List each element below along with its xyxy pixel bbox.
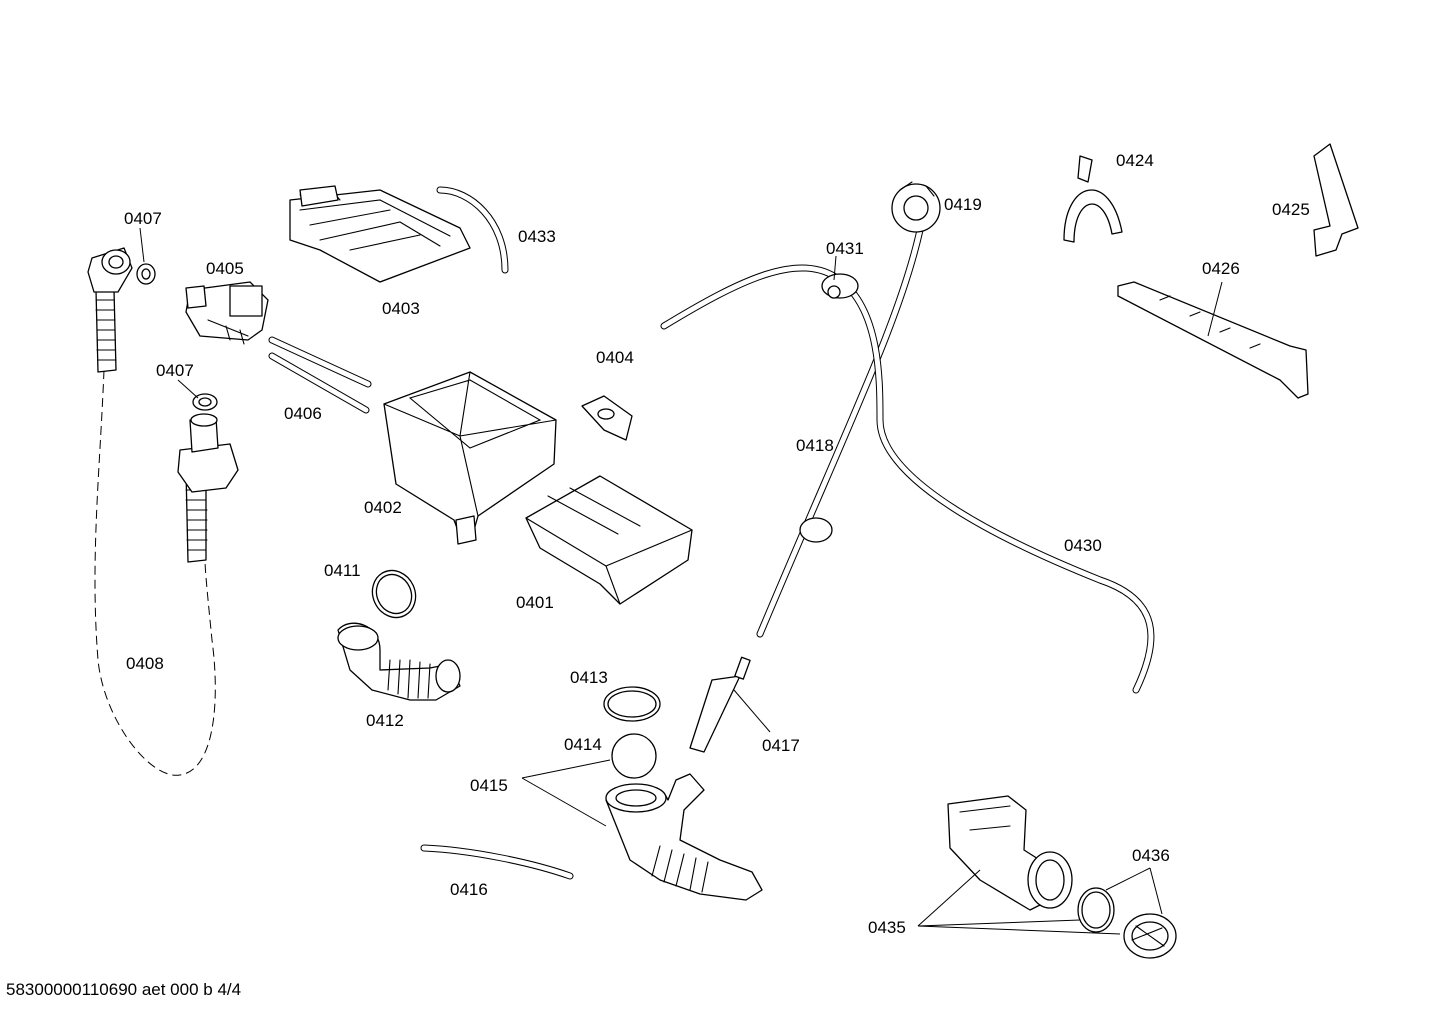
- label-0415: 0415: [470, 776, 508, 795]
- label-0430: 0430: [1064, 536, 1102, 555]
- label-0419: 0419: [944, 195, 982, 214]
- label-0435: 0435: [868, 918, 906, 937]
- bellows-hose-0412[interactable]: [337, 622, 461, 701]
- drawing-number: 58300000110690 aet 000 b 4/4: [6, 980, 242, 999]
- seal-ring-0413[interactable]: [603, 686, 661, 722]
- seal-ring-0411[interactable]: [365, 563, 423, 624]
- pump-filter-0436[interactable]: [1123, 913, 1177, 959]
- seal-ring-0407-top[interactable]: [136, 263, 156, 285]
- label-0425: 0425: [1272, 200, 1310, 219]
- label-0404: 0404: [596, 348, 634, 367]
- tubes-0406[interactable]: [268, 336, 372, 414]
- label-0431: 0431: [826, 239, 864, 258]
- rail-0426[interactable]: [1117, 281, 1309, 399]
- seal-ring-0407-bottom[interactable]: [192, 393, 218, 411]
- label-0402: 0402: [364, 498, 402, 517]
- label-0401: 0401: [516, 593, 554, 612]
- bracket-0425[interactable]: [1313, 143, 1359, 257]
- dispenser-cover-0403[interactable]: [289, 185, 471, 283]
- sump-hose-0415[interactable]: [605, 773, 763, 901]
- label-0407-bottom: 0407: [156, 361, 194, 380]
- label-0424: 0424: [1116, 151, 1154, 170]
- label-0407-top: 0407: [124, 209, 162, 228]
- pressure-switch-0419[interactable]: [891, 181, 941, 233]
- label-0403: 0403: [382, 299, 420, 318]
- pressure-chamber-0417[interactable]: [689, 656, 751, 753]
- seal-ring-0436[interactable]: [1077, 887, 1115, 933]
- label-0405: 0405: [206, 259, 244, 278]
- label-0411: 0411: [324, 561, 361, 580]
- hose-0433[interactable]: [436, 186, 509, 274]
- pressure-tube-0418[interactable]: [756, 226, 924, 638]
- label-0417: 0417: [762, 736, 800, 755]
- drain-pump-0435[interactable]: [947, 795, 1073, 911]
- label-0414: 0414: [564, 735, 602, 754]
- clip-0404[interactable]: [581, 395, 633, 441]
- hose-0416[interactable]: [420, 844, 574, 880]
- solenoid-valve-0405[interactable]: [185, 281, 269, 345]
- label-0406: 0406: [284, 404, 322, 423]
- ball-0414[interactable]: [611, 733, 657, 779]
- hose-clamp-0424[interactable]: [1063, 155, 1123, 243]
- label-0426: 0426: [1202, 259, 1240, 278]
- detergent-drawer-0401[interactable]: [525, 475, 693, 605]
- label-0412: 0412: [366, 711, 404, 730]
- label-0416: 0416: [450, 880, 488, 899]
- grommet-0431[interactable]: [821, 273, 859, 299]
- label-0436: 0436: [1132, 846, 1170, 865]
- label-0418: 0418: [796, 436, 834, 455]
- label-0413: 0413: [570, 668, 608, 687]
- label-0408: 0408: [126, 654, 164, 673]
- hose-0430[interactable]: [660, 264, 1155, 694]
- label-0433: 0433: [518, 227, 556, 246]
- inlet-hose-0408[interactable]: [87, 247, 239, 776]
- dispenser-housing-0402[interactable]: [383, 371, 557, 545]
